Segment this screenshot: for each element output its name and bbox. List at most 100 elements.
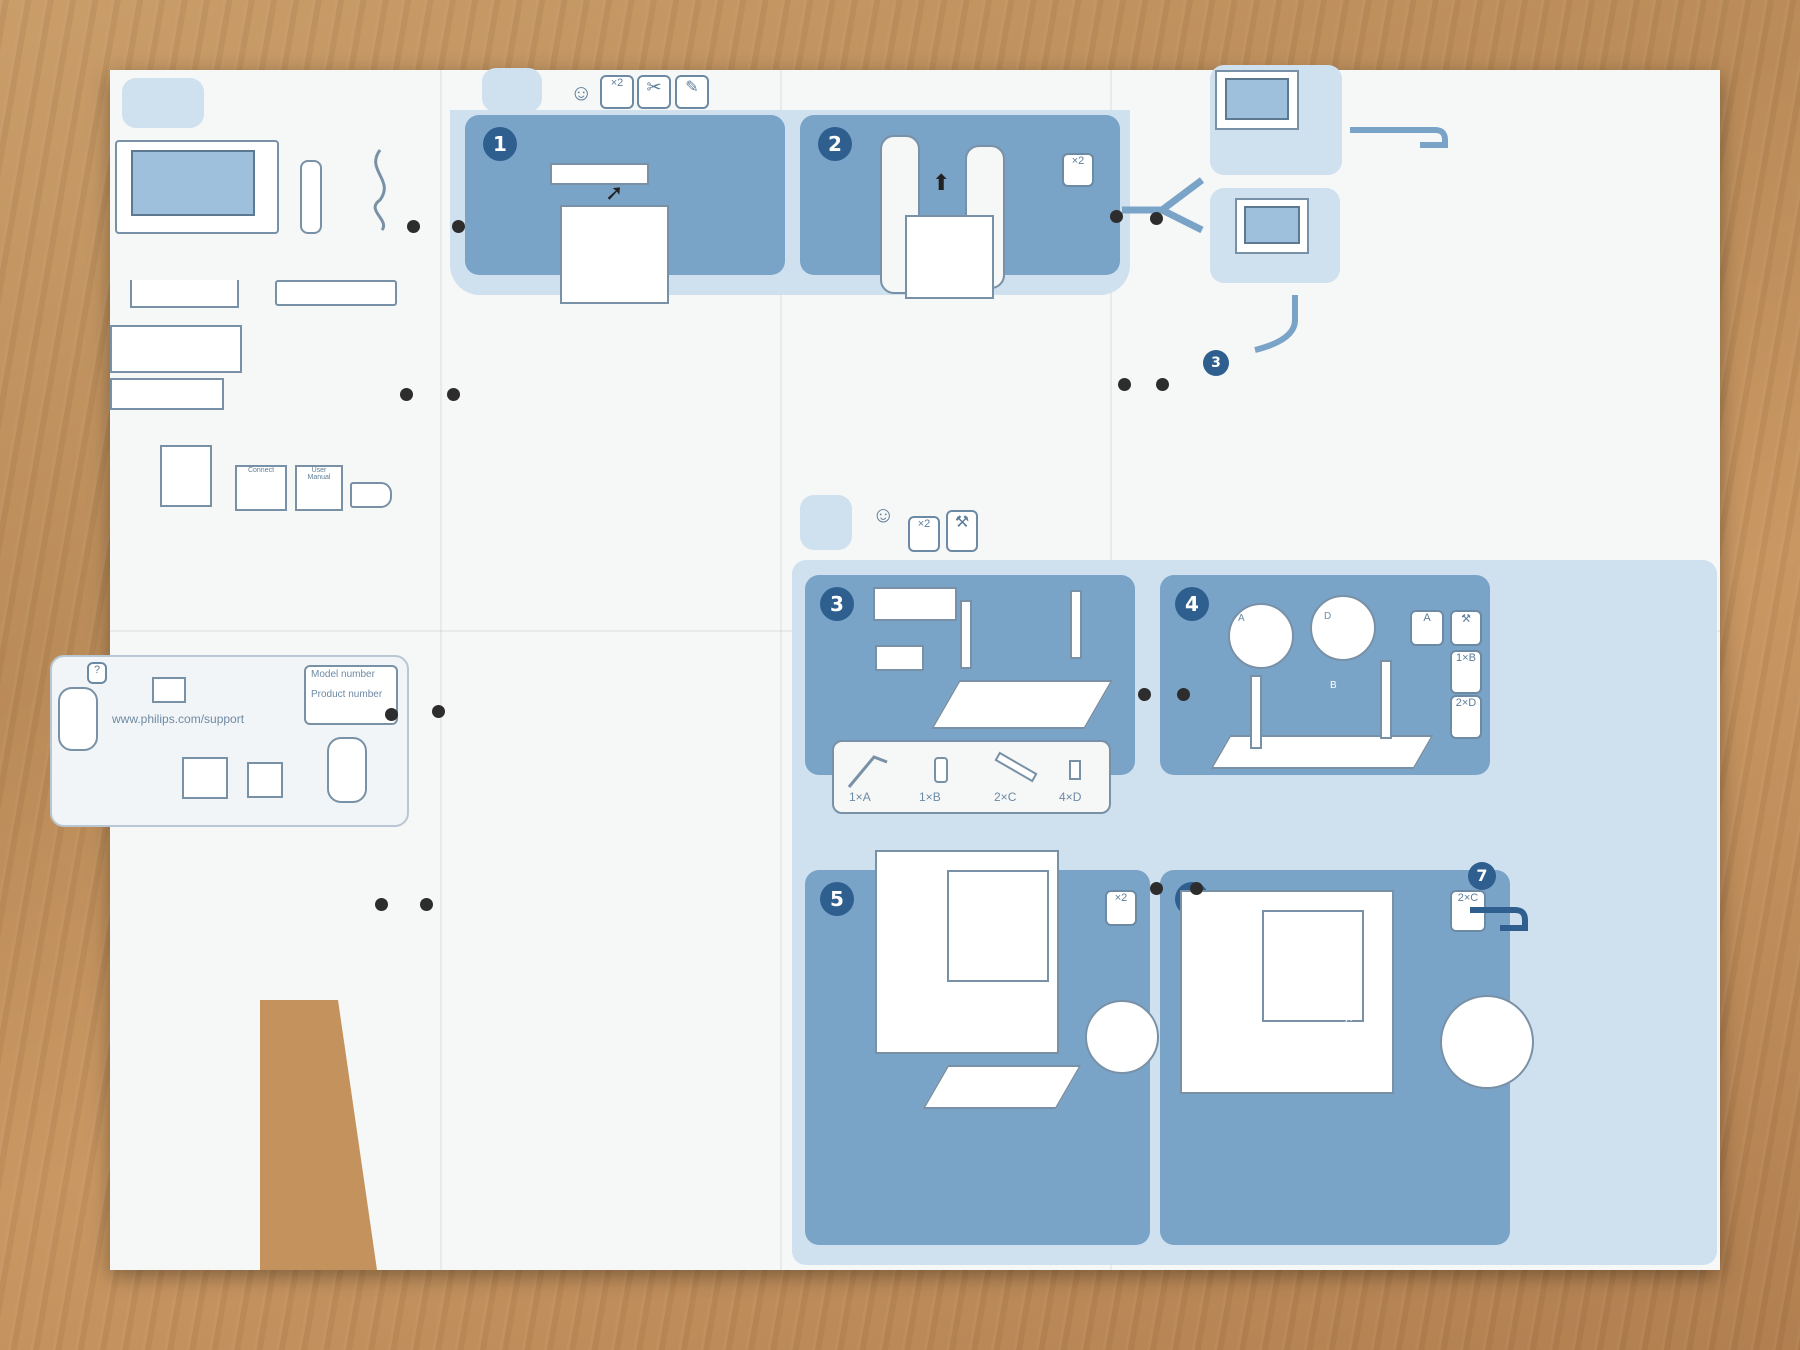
person-icon: ☺ bbox=[872, 502, 895, 527]
wall-mounted-tv-icon bbox=[1215, 70, 1299, 130]
connect-guide-icon: Connect bbox=[235, 465, 287, 511]
hardware-bag-icon bbox=[875, 645, 924, 671]
screw-d-badge: 2×D bbox=[1450, 695, 1482, 739]
stand-frame-icon bbox=[130, 280, 239, 308]
stand-post-right bbox=[1380, 660, 1392, 739]
punch-hole bbox=[432, 705, 445, 718]
tool-a-badge: A bbox=[1410, 610, 1444, 646]
instruction-sheet: Connect User Manual ? www.philips.com/su… bbox=[50, 65, 1720, 1270]
power-cable-icon bbox=[373, 149, 386, 231]
part-c-count: 2×C bbox=[994, 790, 1017, 804]
two-people-badge: ×2 bbox=[1105, 890, 1137, 926]
screw-b-badge: 1×B bbox=[1450, 650, 1482, 694]
up-arrow-icon: ⬆ bbox=[932, 170, 951, 195]
computer-icon bbox=[152, 677, 186, 703]
detail-callout-hook bbox=[1085, 1000, 1159, 1074]
part-a-count: 1×A bbox=[849, 790, 871, 804]
branch-arrows-icon bbox=[1122, 177, 1205, 234]
punch-hole bbox=[1150, 212, 1163, 225]
speaker-bar-icon bbox=[873, 587, 957, 621]
unpack-box-icon bbox=[482, 68, 542, 112]
screw-c-marker: C bbox=[1345, 1018, 1353, 1029]
product-number-label: Product number bbox=[311, 689, 383, 700]
fold-line bbox=[440, 70, 442, 1270]
step-1-number: 1 bbox=[483, 127, 517, 161]
fold-line bbox=[780, 70, 782, 1270]
top-foam-icon bbox=[550, 163, 649, 185]
tv-box-icon bbox=[560, 205, 669, 304]
tv-back-icon bbox=[875, 850, 1059, 1054]
lift-arrow-icon: ➚ bbox=[605, 180, 624, 205]
punch-hole bbox=[1110, 210, 1123, 223]
two-people-badge: ×2 bbox=[600, 75, 634, 109]
part-b-count: 1×B bbox=[919, 790, 941, 804]
screw-d-icon bbox=[1069, 760, 1081, 780]
unpack-icon bbox=[122, 78, 204, 128]
user-manual-label-2: Manual bbox=[307, 474, 331, 481]
punch-hole bbox=[407, 220, 420, 233]
screw-b-icon bbox=[934, 757, 948, 783]
base-plate-icon bbox=[110, 325, 242, 373]
punch-hole bbox=[1190, 882, 1203, 895]
punch-hole bbox=[1118, 378, 1131, 391]
continue-arrow-icon bbox=[1470, 907, 1528, 931]
assembled-base-icon bbox=[1210, 735, 1434, 769]
question-icon: ? bbox=[87, 662, 107, 684]
manual-icon bbox=[182, 757, 228, 799]
user-manual-label-1: User bbox=[311, 467, 327, 474]
speaker-bar-icon bbox=[275, 280, 397, 306]
punch-hole bbox=[385, 708, 398, 721]
glass-base-icon bbox=[930, 680, 1114, 729]
punch-hole bbox=[1150, 882, 1163, 895]
punch-hole bbox=[375, 898, 388, 911]
step-1-panel: 1 ➚ bbox=[465, 115, 785, 304]
parts-list: 1×A 1×B 2×C 4×D bbox=[832, 740, 1111, 814]
punch-hole bbox=[1177, 688, 1190, 701]
torn-corner bbox=[260, 1000, 377, 1270]
user-figure-icon bbox=[58, 687, 98, 751]
screw-b-marker: B bbox=[1330, 680, 1337, 691]
stand-post-left bbox=[960, 600, 972, 669]
return-arrow-icon bbox=[1350, 127, 1448, 148]
wall-mount-option[interactable] bbox=[1210, 65, 1342, 175]
model-number-label: Model number bbox=[311, 669, 375, 680]
detail-callout-screw bbox=[1440, 995, 1534, 1089]
step-6-panel: 6 2×C C bbox=[1160, 870, 1534, 1245]
step-4-panel: 4 A D B A ⚒ 1×B 2×D bbox=[1160, 575, 1490, 775]
tv-illustration bbox=[115, 140, 279, 234]
support-url[interactable]: www.philips.com/support bbox=[112, 712, 245, 726]
step-3-number: 3 bbox=[820, 587, 854, 621]
step-5-number: 5 bbox=[820, 882, 854, 916]
step-5-panel: 5 ×2 bbox=[805, 850, 1159, 1245]
two-people-badge: ×2 bbox=[908, 516, 940, 552]
step-4-number: 4 bbox=[1175, 587, 1209, 621]
two-people-badge: ×2 bbox=[1062, 153, 1094, 187]
punch-hole bbox=[1156, 378, 1169, 391]
punch-hole bbox=[447, 388, 460, 401]
punch-hole bbox=[452, 220, 465, 233]
punch-hole bbox=[420, 898, 433, 911]
stand-post-right bbox=[1070, 590, 1082, 659]
scissors-icon: ✂ bbox=[637, 75, 671, 109]
model-product-card: Model number Product number bbox=[304, 665, 398, 725]
punch-hole bbox=[400, 388, 413, 401]
part-d-count: 4×D bbox=[1059, 790, 1082, 804]
step-2-panel: 2 ⬆ ×2 bbox=[800, 115, 1120, 299]
cd-rom-icon bbox=[350, 482, 392, 508]
go-to-step-7-link[interactable]: 7 bbox=[1468, 862, 1496, 890]
screwdriver-badge: ⚒ bbox=[1450, 610, 1482, 646]
detail-callout-a: A bbox=[1228, 603, 1294, 669]
punch-hole bbox=[1138, 688, 1151, 701]
stand-tv-icon bbox=[1235, 198, 1309, 254]
stand-mount-option[interactable] bbox=[1210, 188, 1340, 283]
go-to-step-3-link[interactable]: 3 bbox=[1203, 350, 1229, 376]
down-arrow-to-step-3 bbox=[1254, 295, 1298, 353]
person-icon: ☺ bbox=[570, 80, 593, 105]
support-panel: ? www.philips.com/support Model number P… bbox=[50, 655, 409, 827]
tv-back-icon bbox=[1180, 890, 1394, 1094]
detail-callout-d: D bbox=[1310, 595, 1376, 661]
remote-control-icon bbox=[300, 160, 322, 234]
pencil-icon: ✎ bbox=[675, 75, 709, 109]
stand-base-icon bbox=[922, 1065, 1082, 1109]
allen-key-icon bbox=[847, 755, 888, 788]
